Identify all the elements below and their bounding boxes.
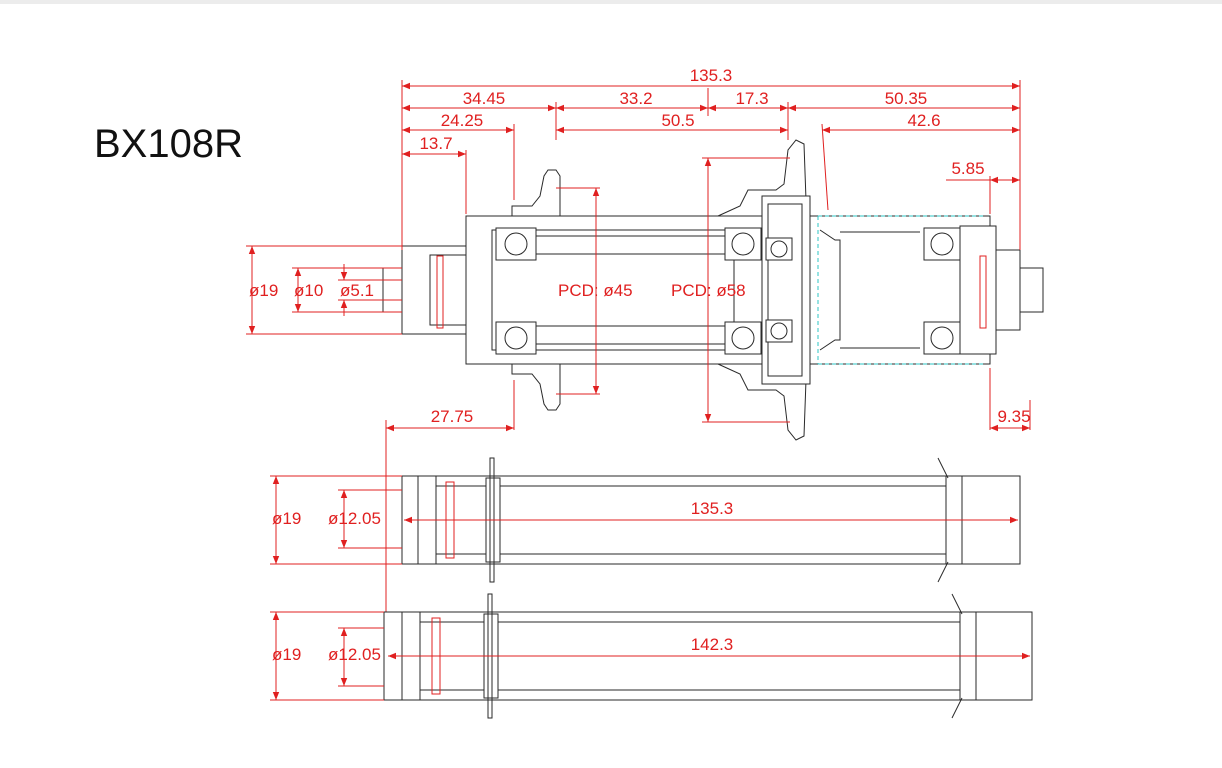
dim-34-45: 34.45 (463, 89, 506, 108)
dim-9-35: 9.35 (997, 407, 1030, 426)
axle-135-dimensions: ø19 ø12.05 135.3 (270, 420, 1018, 700)
dim-50-35: 50.35 (885, 89, 928, 108)
dim-axle2-dia-12-05: ø12.05 (328, 645, 381, 664)
axle-142-dimensions: ø19 ø12.05 142.3 (270, 611, 1030, 701)
dim-dia-5-1: ø5.1 (340, 281, 374, 300)
dim-pcd-45: PCD: ø45 (558, 281, 633, 300)
hub-outline (382, 139, 1044, 441)
dim-axle1-length: 135.3 (691, 499, 734, 518)
dim-dia-19: ø19 (249, 281, 278, 300)
dim-dia-10: ø10 (294, 281, 323, 300)
dim-50-5: 50.5 (661, 111, 694, 130)
dim-pcd-58: PCD: ø58 (671, 281, 746, 300)
dim-axle2-dia-19: ø19 (272, 645, 301, 664)
dim-axle1-dia-12-05: ø12.05 (328, 509, 381, 528)
hub-dimensions: 135.3 34.45 33.2 17.3 50.35 24.25 50.5 4… (246, 66, 1031, 432)
dim-17-3: 17.3 (735, 89, 768, 108)
dim-axle1-dia-19: ø19 (272, 509, 301, 528)
window-top-edge (0, 0, 1222, 4)
model-title: BX108R (94, 122, 243, 166)
dim-axle2-length: 142.3 (691, 635, 734, 654)
dim-33-2: 33.2 (619, 89, 652, 108)
dim-5-85: 5.85 (951, 159, 984, 178)
dim-24-25: 24.25 (441, 111, 484, 130)
dim-hub-overall: 135.3 (690, 66, 733, 85)
dim-27-75: 27.75 (431, 407, 474, 426)
dim-42-6: 42.6 (907, 111, 940, 130)
dim-13-7: 13.7 (419, 134, 452, 153)
